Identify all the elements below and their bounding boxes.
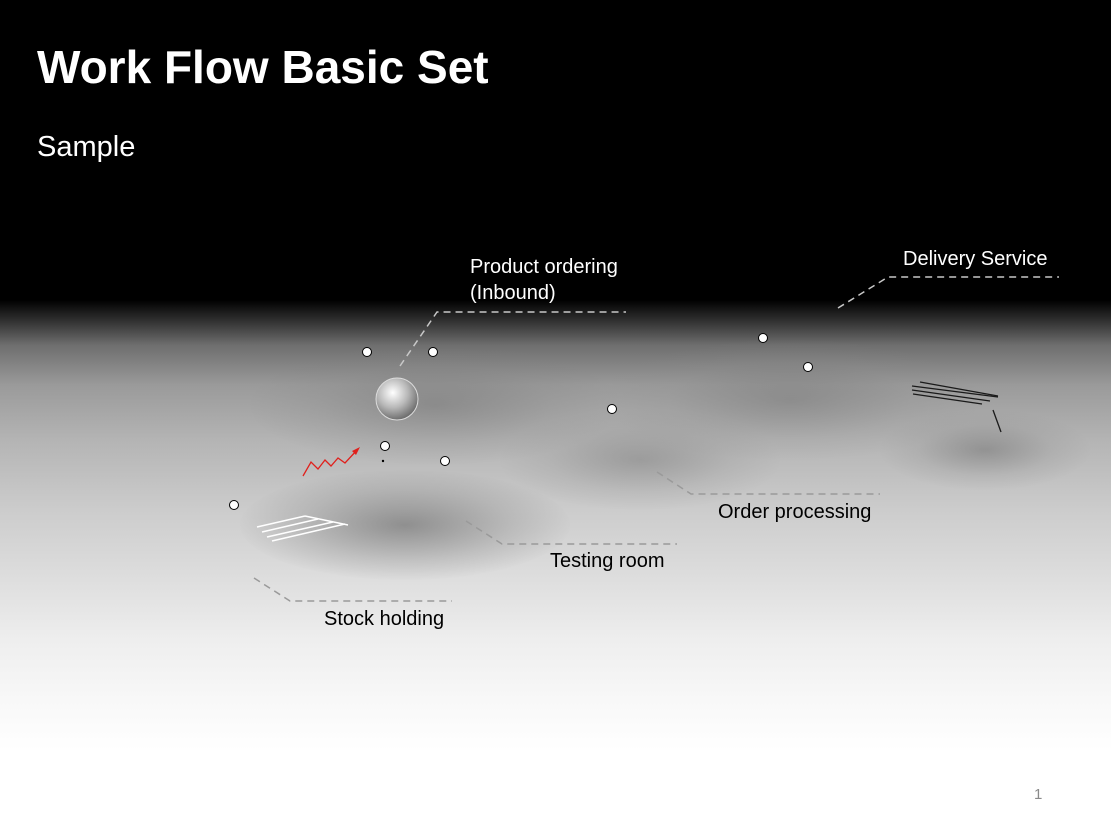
label-testing-room: Testing room (550, 550, 665, 572)
delivery-stripes-icon (911, 381, 1002, 433)
node-point (803, 362, 813, 372)
leader-line-testing-room (465, 520, 677, 545)
label-delivery-service: Delivery Service (903, 248, 1048, 270)
leader-line-stock-holding (253, 577, 452, 602)
leader-line-delivery-service (837, 276, 1059, 309)
sphere (375, 377, 419, 421)
small-dot (381, 459, 385, 463)
slide-title: Work Flow Basic Set (37, 41, 489, 93)
node-point (380, 441, 390, 451)
red-trend-arrow-icon (302, 447, 360, 477)
page-number: 1 (1034, 786, 1043, 803)
label-product-ordering: Product ordering (Inbound) (470, 254, 618, 306)
node-point (607, 404, 617, 414)
slide-subtitle: Sample (37, 131, 136, 163)
label-product-ordering-line2: (Inbound) (470, 282, 556, 304)
label-order-processing: Order processing (718, 501, 872, 523)
node-point (362, 347, 372, 357)
label-product-ordering-line1: Product ordering (470, 256, 618, 278)
node-point (428, 347, 438, 357)
leader-line-order-processing (656, 471, 880, 495)
node-point (229, 500, 239, 510)
node-point (758, 333, 768, 343)
stock-stripes-icon (256, 515, 349, 542)
leader-line-product-ordering (399, 311, 626, 367)
node-points (229, 333, 813, 510)
node-point (440, 456, 450, 466)
label-stock-holding: Stock holding (324, 608, 445, 630)
